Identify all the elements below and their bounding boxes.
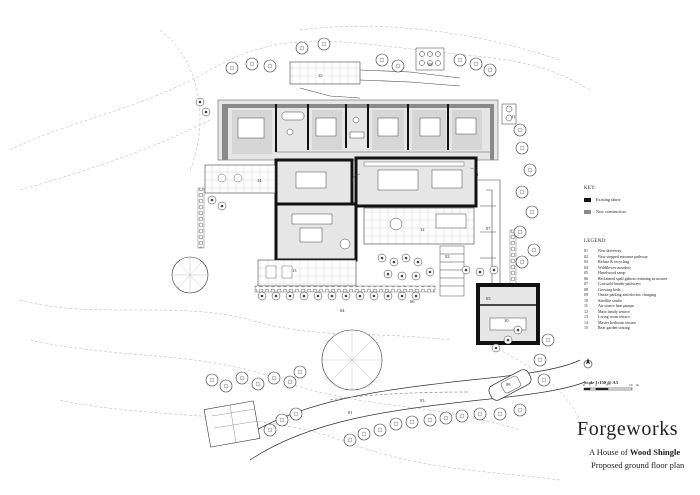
specimen-trees <box>171 256 383 391</box>
legend-item-number: 08 <box>584 286 588 292</box>
plan-label-09: 09 <box>506 382 511 387</box>
legend-item-label: Wildflower meadow <box>598 264 631 270</box>
plan-label-05: 05 <box>486 296 491 301</box>
legend-item-label: Hazelwood ramp <box>598 270 626 275</box>
plan-label-11: 11 <box>511 114 515 119</box>
legend-item-label: Master bedroom terrace <box>598 319 637 325</box>
plan-label-12: 12 <box>420 227 425 232</box>
plan-label-15: 15 <box>318 73 323 78</box>
parked-car <box>488 369 532 401</box>
plan-number-labels: 01 02 03 04 05 06 07 08 09 10 11 12 13 1… <box>257 62 515 415</box>
legend-item-number: 04 <box>584 264 588 270</box>
legend-item-number: 09 <box>584 292 588 297</box>
north-arrow-icon <box>583 358 593 369</box>
legend-item-label: Main family terrace <box>598 308 630 314</box>
subtitle-prefix: A House of <box>589 447 628 457</box>
legend-item-number: 03 <box>584 259 588 264</box>
plan-label-07: 07 <box>486 226 491 231</box>
legend-item-number: 14 <box>584 319 588 325</box>
legend-item-label: Air source heat pumps <box>598 303 635 308</box>
scale-tick: 5 <box>606 383 608 387</box>
project-subtitle: A House of Wood Shingle <box>589 447 680 457</box>
house-existing-fabric <box>274 156 479 262</box>
scale-label: Scale 1:150 @ A3 <box>584 380 619 385</box>
stepped-entrance-pathway <box>439 245 465 297</box>
contour-lines <box>9 26 591 481</box>
scale-tick: 1 <box>589 383 591 387</box>
scale-unit: m <box>636 383 639 387</box>
legend-item-label: New stepped entrance pathway <box>598 253 648 259</box>
legend-item-number: 15 <box>584 325 588 330</box>
legend-item-number: 01 <box>584 248 588 253</box>
gabion-retaining-walls <box>197 187 517 311</box>
ramp-pathways <box>478 179 501 300</box>
house-new-construction <box>217 99 499 161</box>
scale-bar <box>583 387 633 391</box>
legend-item-label: Reclaimed spall gabion retaining structu… <box>598 275 668 281</box>
legend-item-number: 11 <box>584 303 588 308</box>
plan-label-14: 14 <box>257 178 262 183</box>
key-label: New construction <box>596 209 626 214</box>
scale-tick: 2 <box>595 383 597 387</box>
plan-label-04: 04 <box>340 308 345 313</box>
legend-item-number: 07 <box>584 281 588 286</box>
master-bedroom-terrace <box>204 164 276 194</box>
scale-bar-ticks: 0 1 2 5 10 m <box>583 383 639 387</box>
refuse-recycling <box>415 47 445 71</box>
key-label: Existing fabric <box>596 197 621 202</box>
plan-label-01: 01 <box>348 410 353 415</box>
key-title: KEY: <box>584 186 597 191</box>
plan-label-13: 13 <box>292 268 297 273</box>
main-family-terrace <box>363 207 475 245</box>
legend-item-label: Cotswold binder pathways <box>598 281 641 286</box>
legend-item-label: Rear garden seating <box>598 325 630 330</box>
legend-item-label: Onsite parking and electric charging <box>598 292 657 297</box>
legend-item-label: New driveway <box>598 248 622 253</box>
drawing-title: Proposed ground floor plan <box>591 460 685 470</box>
legend-item-number: 12 <box>584 308 588 314</box>
legend-item-number: 10 <box>584 297 588 303</box>
key-swatch <box>584 198 591 202</box>
satellite-studio <box>476 283 540 345</box>
scale-tick: 0 <box>583 383 585 387</box>
living-room-terrace <box>257 259 357 287</box>
legend-title: LEGEND: <box>584 239 607 244</box>
plan-label-03: 03 <box>420 398 425 403</box>
key-swatch <box>584 210 591 214</box>
legend-item-label: Growing beds <box>598 286 621 292</box>
legend-item-number: 06 <box>584 275 588 281</box>
plan-label-02: 02 <box>445 254 450 259</box>
plan-label-10: 10 <box>504 318 509 323</box>
legend-item-number: 05 <box>584 270 588 275</box>
plan-label-06: 06 <box>410 299 415 304</box>
legend-item-number: 13 <box>584 314 588 319</box>
plan-label-08: 08 <box>428 62 433 67</box>
legend-item-label: Living room terrace <box>598 314 630 319</box>
legend-item-label: Refuse & recycling <box>598 259 630 264</box>
legend-item-label: Satellite studio <box>598 297 622 303</box>
air-source-heat-pumps <box>501 103 517 125</box>
legend-item-number: 02 <box>584 253 588 259</box>
brand-name: Forgeworks <box>577 418 679 440</box>
rear-garden-paths <box>289 61 461 99</box>
scale-tick: 10 <box>629 383 633 387</box>
subtitle-emphasis: Wood Shingle <box>629 447 681 457</box>
growing-beds <box>203 400 261 448</box>
